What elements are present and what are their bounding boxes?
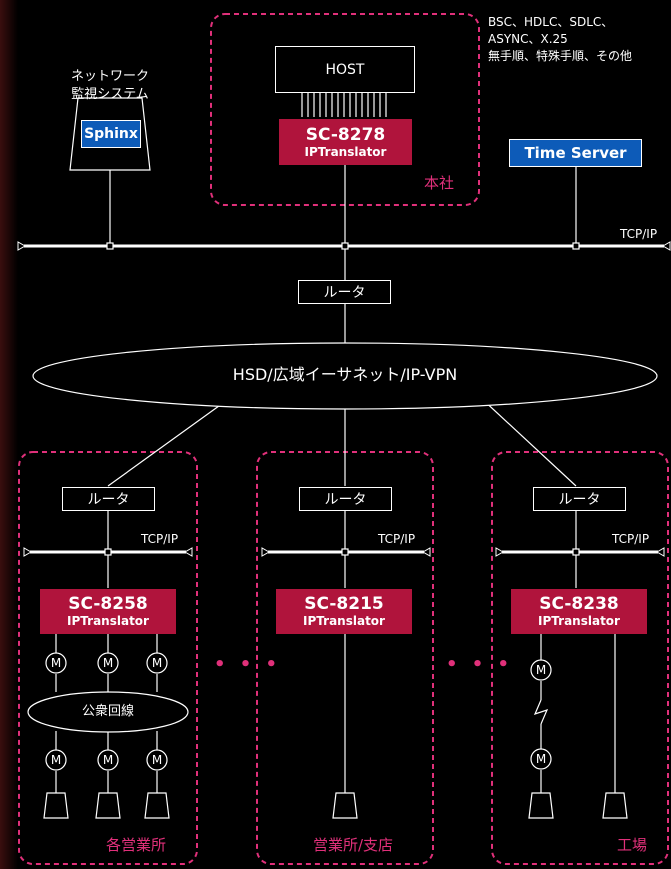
modem-icon [146,749,168,771]
main-tcp-bus [17,241,671,251]
site3-label: 工場 [617,836,648,854]
site1-tcp-label: TCP/IP [141,532,179,546]
sc-8258-product: IPTranslator [67,614,149,628]
terminal-icon [95,792,121,819]
ellipsis-right: • • • [446,654,514,675]
sc-8215-box: SC-8215 IPTranslator [276,589,412,634]
terminal-icon [43,792,69,819]
modem-icon [97,652,119,674]
bus-end-right-icon [661,241,671,251]
modem-label: M [152,753,162,767]
site-bus-1 [23,547,193,557]
site-bus-3 [495,547,665,557]
ellipsis-left: • • • [214,654,282,675]
protocol-line-3: 無手順、特殊手順、その他 [488,49,633,63]
main-tcp-label: TCP/IP [620,227,658,241]
modem-label: M [536,663,546,677]
time-server-box: Time Server [509,139,642,167]
site2-label: 営業所/支店 [313,836,394,854]
wan-to-site1 [107,397,231,487]
public-network-cloud [27,691,189,733]
sc-8238-model: SC-8238 [539,594,619,614]
modem-icon [45,652,67,674]
sc-8278-box: SC-8278 IPTranslator [279,119,412,165]
protocol-line-1: BSC、HDLC、SDLC、 [488,15,614,29]
site2-router-box: ルータ [299,487,392,511]
terminal-icon [528,792,554,819]
modem-icon [530,659,552,681]
site-region-3 [491,451,669,865]
wan-label: HSD/広域イーサネット/IP-VPN [232,365,458,384]
site2-tcp-label: TCP/IP [378,532,416,546]
head-office-label: 本社 [424,174,455,192]
sc-8258-box: SC-8258 IPTranslator [40,589,176,634]
modem-icon [97,749,119,771]
sc-8278-product: IPTranslator [304,144,387,159]
terminal-icon [144,792,170,819]
sc-8215-model: SC-8215 [304,594,384,614]
modem-icon [146,652,168,674]
modem-label: M [51,656,61,670]
site3-router-box: ルータ [533,487,626,511]
site-bus-2 [261,547,431,557]
public-network-label: 公衆回線 [81,704,134,719]
protocol-list: BSC、HDLC、SDLC、 ASYNC、X.25 無手順、特殊手順、その他 [488,14,632,65]
head-office-region [210,13,480,206]
wan-to-site3 [479,396,577,487]
sc-8238-product: IPTranslator [538,614,620,628]
modem-label: M [103,656,113,670]
sc-8258-model: SC-8258 [68,594,148,614]
terminal-icon [332,792,358,819]
modem-label: M [103,753,113,767]
wan-cloud [32,342,658,410]
bus-end-left-icon [17,241,27,251]
broken-line-icon [533,699,549,725]
sc-8238-box: SC-8238 IPTranslator [511,589,647,634]
modem-label: M [536,752,546,766]
monitor-label: ネットワーク 監視システム [62,68,158,104]
sphinx-box: Sphinx [81,120,141,148]
host-box: HOST [275,46,415,93]
site3-tcp-label: TCP/IP [612,532,650,546]
modem-icon [530,748,552,770]
host-cable-bundle [301,93,387,117]
protocol-line-2: ASYNC、X.25 [488,32,568,46]
main-router-box: ルータ [298,280,391,304]
terminal-icon [602,792,628,819]
modem-label: M [51,753,61,767]
site1-label: 各営業所 [106,836,167,854]
site-region-1 [18,451,198,865]
monitor-label-line-2: 監視システム [71,87,149,102]
sphinx-monitor-icon [69,97,151,171]
monitor-label-line-1: ネットワーク [70,69,149,84]
sc-8278-model: SC-8278 [305,124,386,145]
modem-label: M [152,656,162,670]
site1-router-box: ルータ [62,487,155,511]
sc-8215-product: IPTranslator [303,614,385,628]
modem-icon [45,749,67,771]
